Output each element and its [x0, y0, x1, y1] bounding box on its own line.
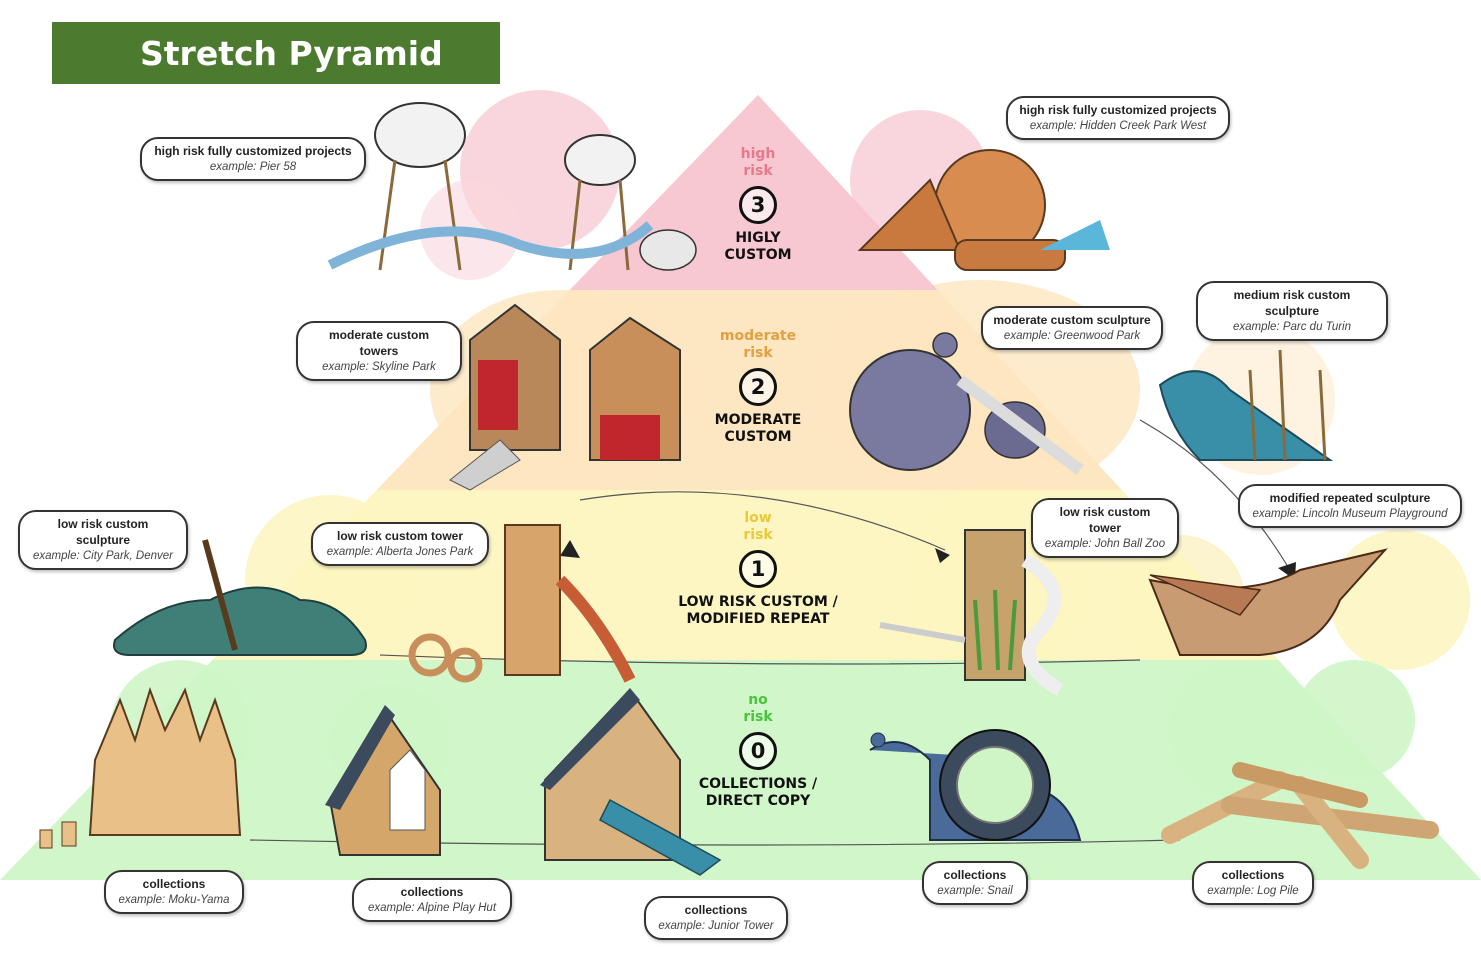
bear-sculpture-illustration — [849, 332, 1084, 475]
red-bird-sculpture-illustration — [1148, 548, 1388, 656]
blue-bird-sculpture-illustration — [1158, 349, 1334, 461]
callout-alberta-jones-park: low risk custom tower example: Alberta J… — [311, 522, 489, 566]
callout-title: medium risk custom sculpture — [1233, 288, 1351, 318]
callout-snail: collections example: Snail — [922, 861, 1028, 905]
tier-number-badge: 2 — [739, 368, 777, 406]
callout-example: example: City Park, Denver — [33, 550, 173, 562]
tier-number-badge: 1 — [739, 550, 777, 588]
callout-title: low risk custom sculpture — [57, 517, 149, 547]
callout-moku-yama: collections example: Moku-Yama — [104, 870, 244, 914]
callout-lincoln-museum-playground: modified repeated sculpture example: Lin… — [1238, 484, 1462, 528]
tier-risk-text: no risk — [743, 692, 773, 725]
snail-illustration — [869, 729, 1082, 841]
callout-title: collections — [684, 903, 748, 917]
callout-title: moderate custom sculpture — [993, 313, 1151, 327]
callout-title: high risk fully customized projects — [1019, 103, 1217, 117]
log-pile-illustration — [1161, 762, 1439, 869]
callout-title: high risk fully customized projects — [154, 144, 352, 158]
jellyfish-towers-illustration — [327, 102, 697, 271]
callout-pier-58: high risk fully customized projects exam… — [140, 137, 366, 181]
callout-skyline-park: moderate custom towers example: Skyline … — [296, 321, 462, 381]
wood-tower-illustration — [408, 524, 636, 683]
callout-example: example: Hidden Creek Park West — [1029, 120, 1207, 132]
callout-city-park-denver: low risk custom sculpture example: City … — [18, 510, 188, 570]
tier-3-label: high risk 3 HIGLY CUSTOM — [683, 146, 833, 264]
callout-example: example: John Ball Zoo — [1044, 538, 1166, 550]
callout-hidden-creek-park-west: high risk fully customized projects exam… — [1006, 96, 1230, 140]
callout-junior-tower: collections example: Junior Tower — [644, 896, 788, 940]
callout-title: collections — [142, 877, 206, 891]
callout-example: example: Lincoln Museum Playground — [1252, 508, 1448, 520]
tier-name-line1: MODERATE — [714, 412, 802, 428]
tier3-color-blobs — [420, 90, 990, 280]
callout-title: collections — [400, 885, 464, 899]
tier-name-line1: COLLECTIONS / — [698, 776, 818, 792]
callout-alpine-play-hut: collections example: Alpine Play Hut — [352, 878, 512, 922]
callout-title: low risk custom tower — [1059, 505, 1151, 535]
callout-example: example: Pier 58 — [209, 161, 297, 173]
red-treehouse-towers-illustration — [449, 303, 681, 491]
tier-risk-text: high risk — [740, 146, 776, 179]
tier-number-badge: 0 — [739, 732, 777, 770]
callout-example: example: Greenwood Park — [1003, 330, 1141, 342]
callout-log-pile: collections example: Log Pile — [1192, 861, 1314, 905]
tier-name-line1: HIGLY — [735, 230, 781, 246]
tier-name-line2: CUSTOM — [724, 429, 792, 445]
tier-name-line2: MODIFIED REPEAT — [686, 611, 830, 627]
junior-tower-illustration — [540, 688, 722, 876]
tier-0-label: no risk 0 COLLECTIONS / DIRECT COPY — [683, 692, 833, 810]
callout-example: example: Junior Tower — [658, 920, 774, 932]
callout-example: example: Log Pile — [1207, 885, 1299, 897]
tier-2-label: moderate risk 2 MODERATE CUSTOM — [683, 328, 833, 446]
alpine-hut-illustration — [325, 705, 441, 856]
callout-parc-du-turin: medium risk custom sculpture example: Pa… — [1196, 281, 1388, 341]
callout-example: example: Alpine Play Hut — [367, 902, 497, 914]
green-slide-tower-illustration — [879, 529, 1064, 697]
callout-example: example: Skyline Park — [322, 361, 436, 373]
tier-name-line2: CUSTOM — [724, 247, 792, 263]
tier-risk-text: low risk — [743, 510, 773, 543]
callout-example: example: Parc du Turin — [1232, 321, 1352, 333]
tier-risk-text: moderate risk — [719, 328, 797, 361]
callout-title: moderate custom towers — [328, 328, 430, 358]
callout-example: example: Snail — [937, 885, 1013, 897]
arrow-curve-right — [1139, 419, 1291, 571]
callout-title: collections — [943, 868, 1007, 882]
callout-john-ball-zoo: low risk custom tower example: John Ball… — [1031, 498, 1179, 558]
tier-name-line1: LOW RISK CUSTOM / — [678, 594, 838, 610]
tier-1-label: low risk 1 LOW RISK CUSTOM / MODIFIED RE… — [658, 510, 858, 628]
page-title: Stretch Pyramid — [52, 22, 500, 84]
dinosaur-sculpture-illustration — [113, 539, 367, 656]
callout-example: example: Moku-Yama — [118, 894, 230, 906]
callout-greenwood-park: moderate custom sculpture example: Green… — [981, 306, 1163, 350]
callout-title: collections — [1221, 868, 1285, 882]
callout-title: low risk custom tower — [336, 529, 464, 543]
moku-yama-illustration — [39, 686, 242, 849]
tier-name-line2: DIRECT COPY — [705, 793, 811, 809]
wooden-giant-sculpture-illustration — [857, 149, 1110, 271]
callout-example: example: Alberta Jones Park — [326, 546, 474, 558]
arrow-right — [935, 548, 950, 563]
arrow-left — [560, 540, 580, 558]
callout-title: modified repeated sculpture — [1269, 491, 1431, 505]
tier-number-badge: 3 — [739, 186, 777, 224]
